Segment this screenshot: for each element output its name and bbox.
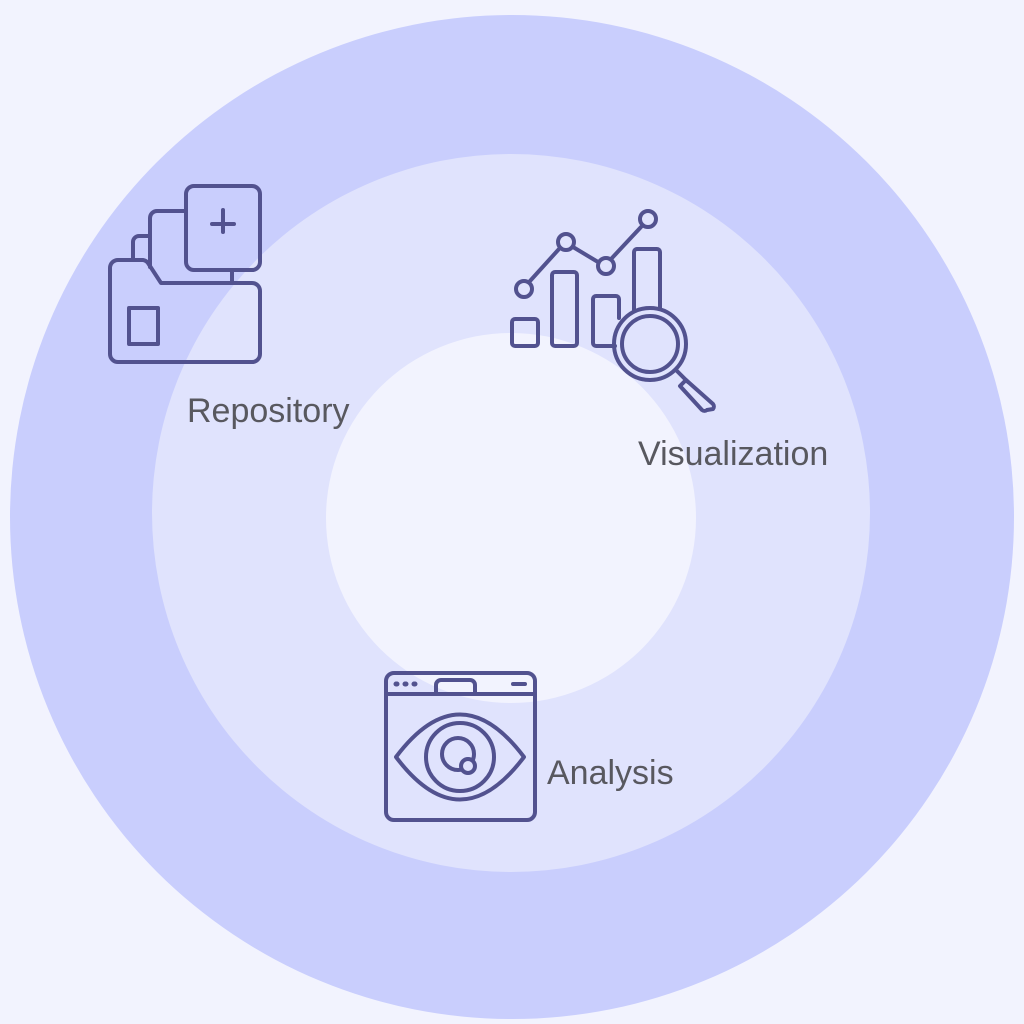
inner-circle bbox=[326, 333, 696, 703]
label-analysis: Analysis bbox=[547, 754, 674, 792]
label-visualization: Visualization bbox=[638, 435, 828, 473]
folder-add-icon bbox=[108, 184, 262, 364]
browser-eye-icon bbox=[384, 671, 537, 822]
chart-magnifier-icon bbox=[510, 209, 716, 413]
label-repository: Repository bbox=[187, 392, 350, 430]
